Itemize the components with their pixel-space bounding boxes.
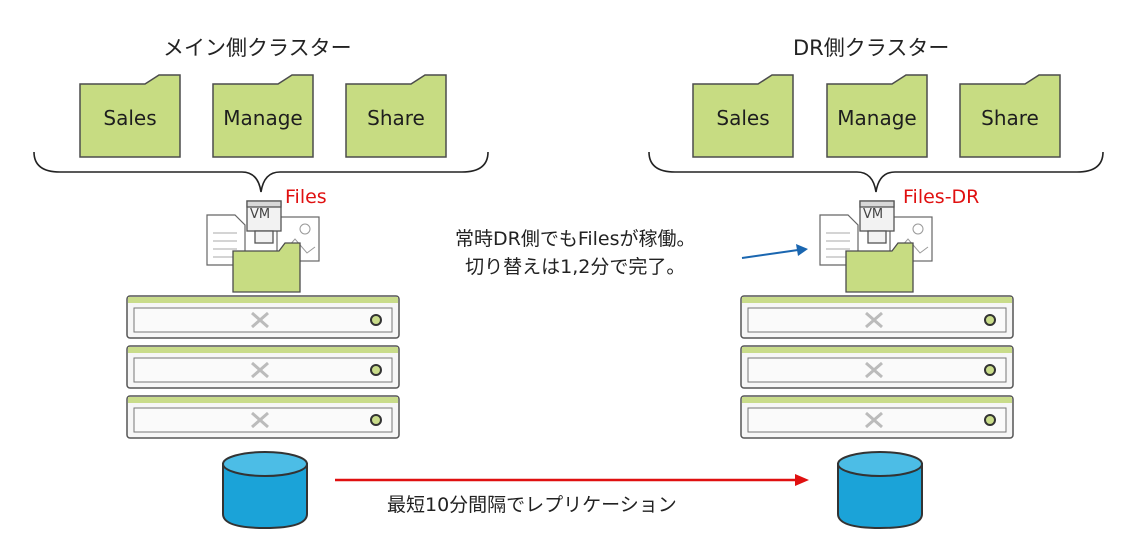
folder-label: Manage [837,106,917,130]
folder-label: Sales [716,106,770,130]
server-unit [740,295,1014,339]
dr-note: 常時DR側でもFilesが稼働。 切り替えは1,2分で完了。 [455,225,696,281]
folder-label: Manage [223,106,303,130]
folder-icon [826,74,928,158]
folder-icon [959,74,1061,158]
folder-label: Sales [103,106,157,130]
blue-arrow [741,244,808,259]
server-unit [126,295,400,339]
files-label-main: Files [285,186,327,208]
server-unit [740,345,1014,389]
folder-icon [79,74,181,158]
replication-label: 最短10分間隔でレプリケーション [387,494,677,516]
database-icon-main [222,451,308,530]
server-stack-main [126,295,400,439]
dr-note-line2: 切り替えは1,2分で完了。 [465,256,686,278]
main-cluster-title: メイン側クラスター [163,36,352,60]
brace-dr [648,151,1104,193]
files-vm-icon [819,200,933,293]
server-unit [740,395,1014,439]
dr-note-line1: 常時DR側でもFilesが稼働。 [455,228,696,250]
folder-label: Share [367,106,425,130]
files-label-dr: Files-DR [903,186,980,208]
folder-manage-dr: Manage [826,74,928,158]
files-vm-icon [206,200,320,293]
vm-label-main: VM [250,207,271,222]
dr-cluster-title: DR側クラスター [793,36,950,60]
folder-sales-main: Sales [79,74,181,158]
database-icon-dr [837,451,923,530]
folder-share-dr: Share [959,74,1061,158]
brace-main [33,151,489,193]
folder-share-main: Share [345,74,447,158]
folder-manage-main: Manage [212,74,314,158]
folder-icon [345,74,447,158]
folder-sales-dr: Sales [692,74,794,158]
folder-label: Share [981,106,1039,130]
vm-label-dr: VM [863,207,884,222]
replication-arrow [335,474,809,486]
folder-icon [212,74,314,158]
folder-icon [692,74,794,158]
server-stack-dr [740,295,1014,439]
server-unit [126,395,400,439]
server-unit [126,345,400,389]
